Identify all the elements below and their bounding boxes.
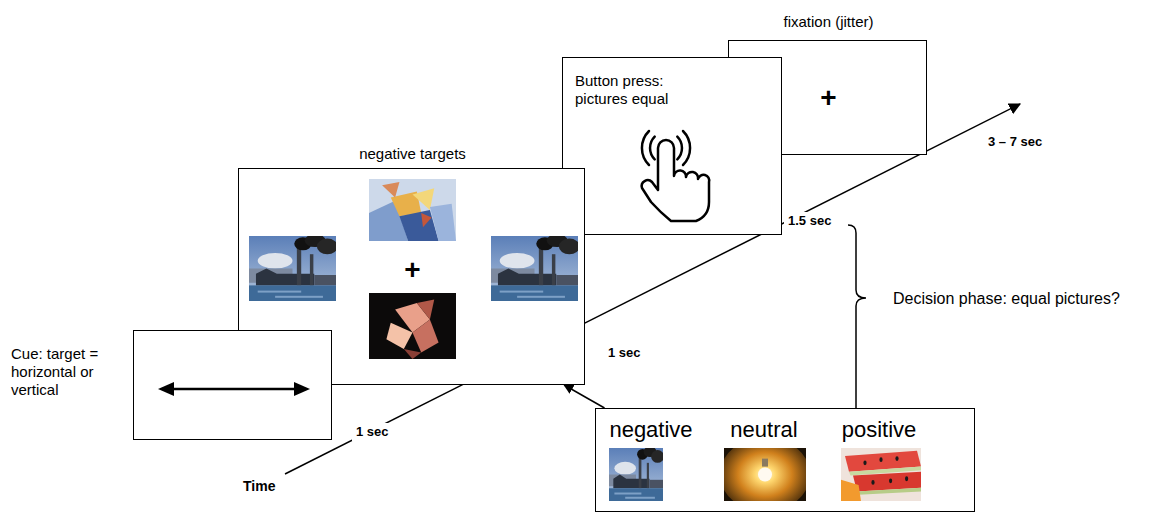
- duration-label: 3 – 7 sec: [984, 133, 1046, 151]
- response-caption: Button press: pictures equal: [575, 72, 699, 108]
- duration-label: 1 sec: [604, 344, 645, 362]
- watermelon-picture: [841, 448, 921, 501]
- lightbulb-picture: [720, 437, 810, 511]
- factory-picture: [249, 234, 338, 301]
- valence-label: positive: [824, 417, 934, 443]
- screen-heading: fixation (jitter): [729, 13, 928, 31]
- hand-press-icon: [642, 131, 709, 221]
- bracket-label: Decision phase: equal pictures?: [893, 289, 1120, 308]
- screen-artwork: [134, 331, 331, 439]
- abstract-picture: [369, 179, 456, 241]
- screen-heading: negative targets: [239, 145, 586, 163]
- response-screen: Button press: pictures equal: [562, 57, 782, 235]
- duration-label: 1 sec: [352, 423, 393, 441]
- factory-picture: [491, 234, 580, 301]
- double-arrow-symbol: [158, 382, 310, 396]
- axis-label: Time: [243, 478, 275, 495]
- cue-screen: Cue: target = horizontal or vertical: [133, 330, 332, 440]
- fixation-cross: +: [239, 253, 586, 287]
- factory-picture: [609, 446, 664, 501]
- valence-label: negative: [596, 417, 706, 443]
- duration-label: 1.5 sec: [784, 212, 835, 230]
- pointer-arrow: [564, 385, 604, 408]
- valence-label: neutral: [709, 417, 819, 443]
- valence-inset: negativeneutralpositive: [595, 408, 975, 512]
- cue-caption: Cue: target = horizontal or vertical: [11, 345, 125, 399]
- abstract-picture: [369, 293, 456, 359]
